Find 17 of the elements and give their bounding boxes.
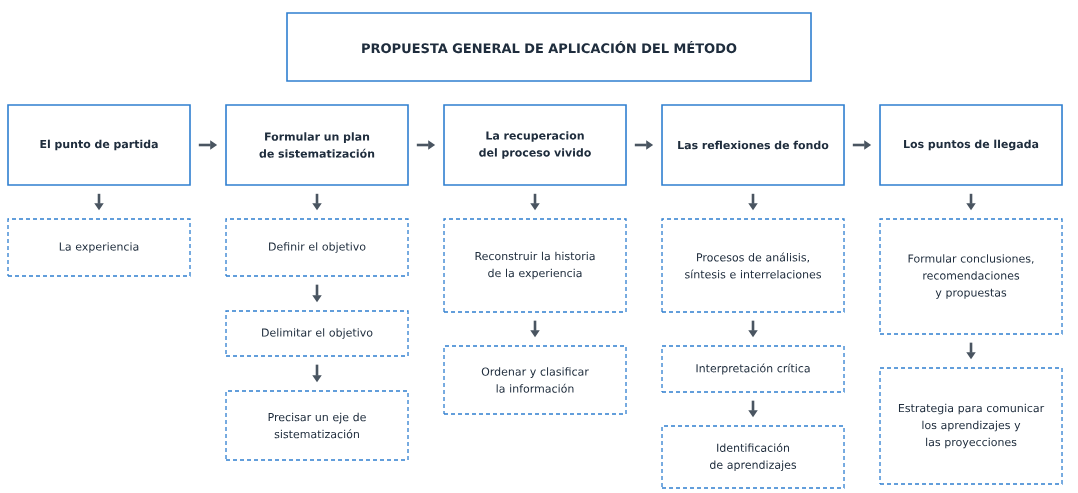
task-box: La experiencia <box>7 218 191 277</box>
task-box: Reconstruir la historia de la experiencia <box>443 218 627 313</box>
task-box: Estrategia para comunicar los aprendizajes y las proyecciones <box>879 367 1063 485</box>
task-box: Interpretación crítica <box>661 345 845 393</box>
task-box: Precisar un eje de sistematización <box>225 390 409 461</box>
title-box: PROPUESTA GENERAL DE APLICACIÓN DEL MÉTODO <box>286 12 812 82</box>
step-box: Los puntos de llegada <box>879 104 1063 186</box>
step-box: El punto de partida <box>7 104 191 186</box>
task-box: Procesos de análisis, síntesis e interrelaciones <box>661 218 845 313</box>
task-box: Ordenar y clasificar la información <box>443 345 627 415</box>
step-box: La recuperacion del proceso vivido <box>443 104 627 186</box>
task-box: Definir el objetivo <box>225 218 409 277</box>
task-box: Delimitar el objetivo <box>225 310 409 357</box>
step-box: Las reflexiones de fondo <box>661 104 845 186</box>
task-box: Formular conclusiones, recomendaciones y propuestas <box>879 218 1063 335</box>
task-box: Identificación de aprendizajes <box>661 425 845 489</box>
step-box: Formular un plan de sistematización <box>225 104 409 186</box>
